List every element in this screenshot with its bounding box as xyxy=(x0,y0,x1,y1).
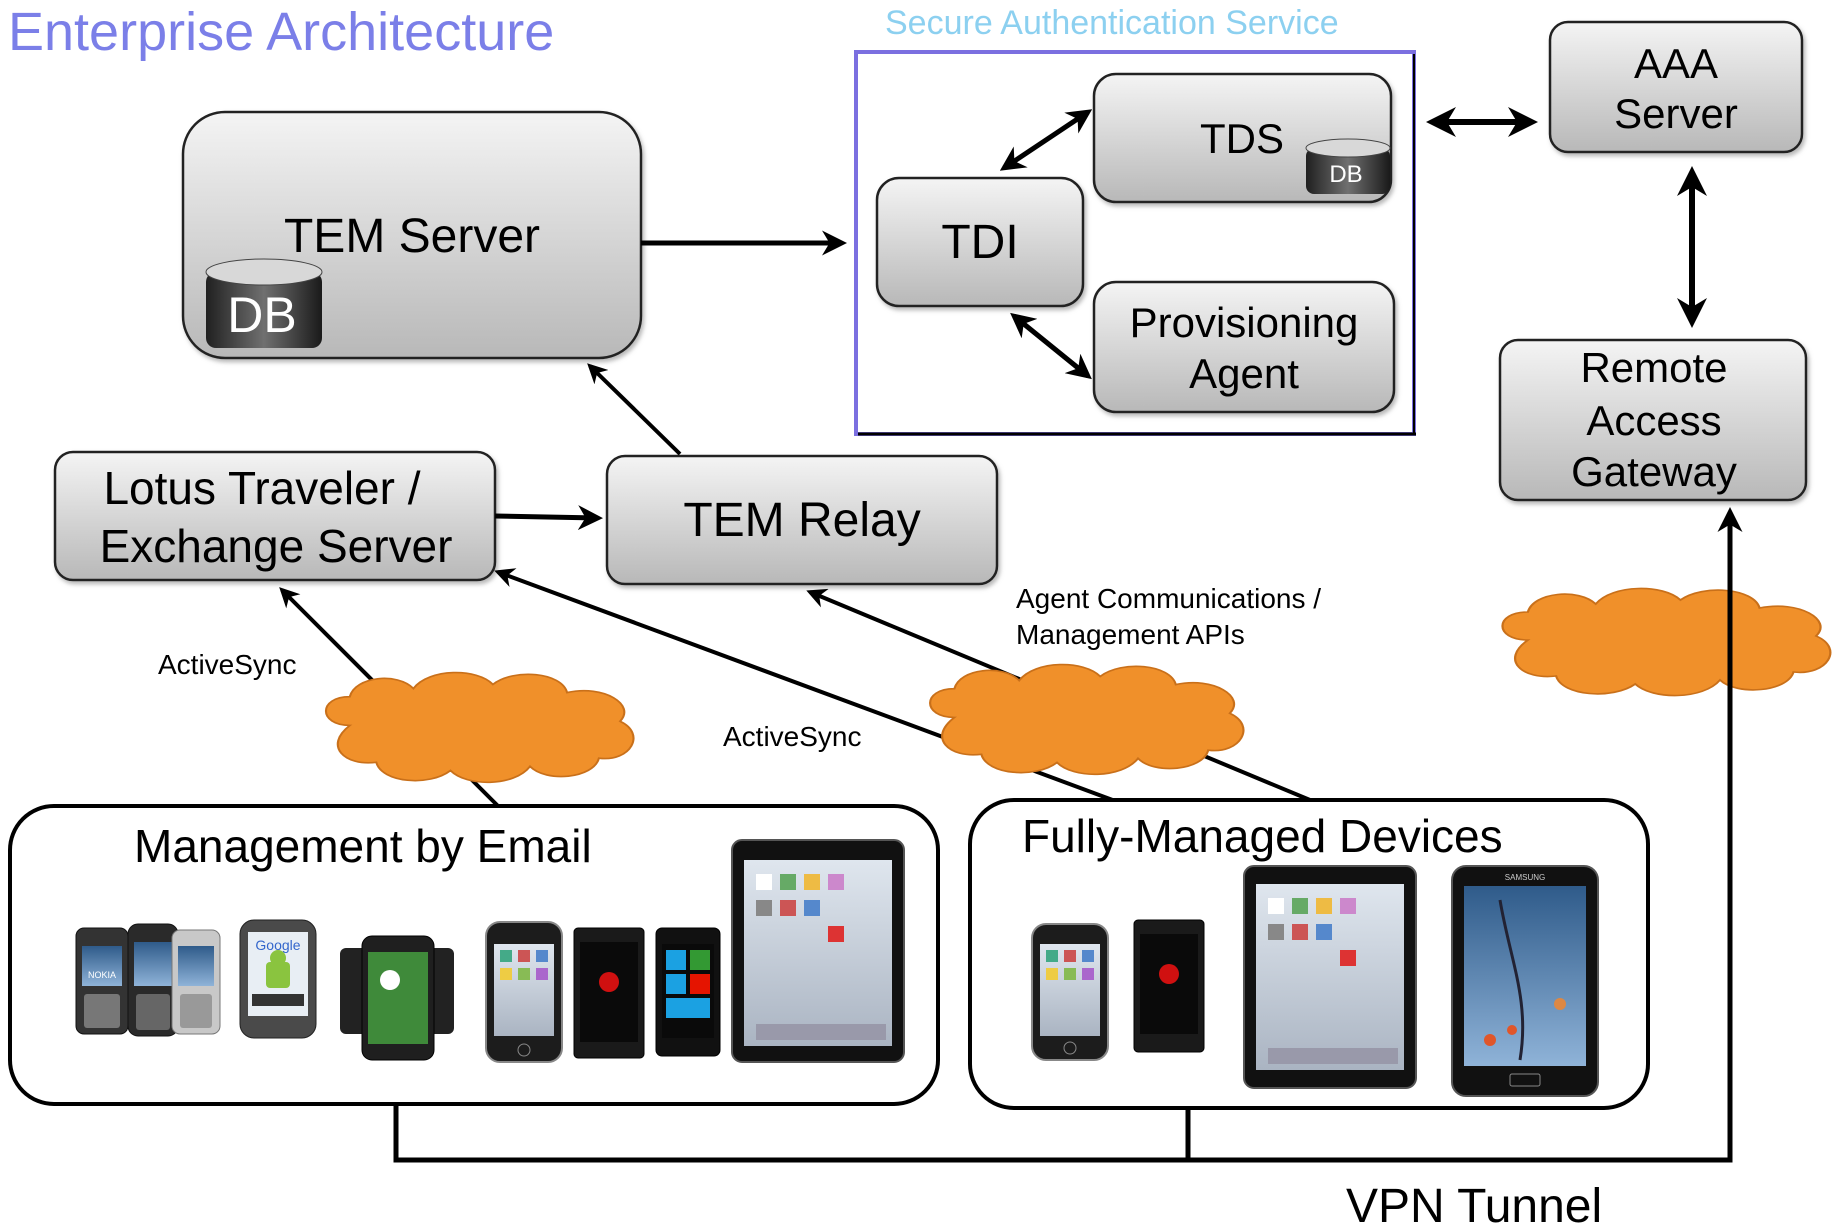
tdi-box: TDI xyxy=(875,176,1085,308)
nokia-label: NOKIA xyxy=(88,970,116,980)
page-title: Enterprise Architecture xyxy=(8,2,554,62)
google-label: Google xyxy=(255,937,300,953)
tem-server-db-label: DB xyxy=(227,287,296,343)
tdi-label: TDI xyxy=(941,216,1018,269)
aaa-label-line1: AAA xyxy=(1634,40,1718,87)
cloud-middle xyxy=(929,663,1245,776)
iphone-icon xyxy=(485,921,563,1063)
secure-auth-title: Secure Authentication Service xyxy=(885,4,1339,42)
lotus-label-line2: Exchange Server xyxy=(100,520,453,572)
provisioning-label-line2: Agent xyxy=(1189,350,1299,397)
gateway-label-line3: Gateway xyxy=(1571,448,1737,495)
activesync-mid-label: ActiveSync xyxy=(723,721,862,752)
tds-db-label: DB xyxy=(1329,161,1362,188)
samsung-label: SAMSUNG xyxy=(1505,873,1545,882)
cloud-left xyxy=(324,671,635,784)
tds-box: TDS DB xyxy=(1092,72,1393,204)
windows-phone-icon xyxy=(655,927,721,1057)
agent-comm-label-line1: Agent Communications / xyxy=(1016,583,1321,614)
cloud-right xyxy=(1501,587,1832,697)
activesync-left-label: ActiveSync xyxy=(158,649,297,680)
vpn-tunnel-label: VPN Tunnel xyxy=(1346,1180,1602,1229)
aaa-label-line2: Server xyxy=(1614,90,1738,137)
tds-db-icon: DB xyxy=(1305,138,1391,194)
droid-phone-icon xyxy=(573,927,645,1059)
nokia-phone-2-icon xyxy=(127,923,179,1037)
vpn-tunnel-lines xyxy=(393,507,1743,1163)
provisioning-agent-box: Provisioning Agent xyxy=(1092,280,1396,414)
gateway-label-line2: Access xyxy=(1586,397,1721,444)
lotus-to-relay-arrow xyxy=(494,505,603,531)
tem-server-box: TEM Server DB xyxy=(181,110,643,360)
samsung-galaxy-icon xyxy=(340,935,454,1061)
tdi-provisioning-arrow xyxy=(1010,312,1092,380)
remote-access-gateway-box: Remote Access Gateway xyxy=(1498,338,1808,502)
lotus-label-line1: Lotus Traveler / xyxy=(103,462,420,514)
gateway-label-line1: Remote xyxy=(1580,344,1727,391)
tem-server-db-icon: DB xyxy=(205,258,323,348)
nokia-phone-icon: NOKIA xyxy=(75,927,129,1035)
tem-relay-label: TEM Relay xyxy=(683,494,920,547)
tem-relay-box: TEM Relay xyxy=(605,454,999,586)
lotus-exchange-box: Lotus Traveler / Exchange Server xyxy=(53,450,497,582)
provisioning-label-line1: Provisioning xyxy=(1130,299,1359,346)
android-phone-icon: Google xyxy=(239,919,317,1039)
fully-managed-title: Fully-Managed Devices xyxy=(1022,810,1503,862)
ipad-icon xyxy=(731,839,905,1063)
tdi-tds-arrow xyxy=(999,109,1093,171)
fm-iphone-icon xyxy=(1031,923,1109,1061)
aaa-server-box: AAA Server xyxy=(1548,20,1804,154)
relay-to-tem-arrow xyxy=(587,363,682,456)
agent-comm-label-line2: Management APIs xyxy=(1016,619,1245,650)
nokia-phone-3-icon xyxy=(171,929,221,1035)
fm-ipad-icon xyxy=(1243,865,1417,1089)
tem-server-label: TEM Server xyxy=(284,210,540,263)
fm-droid-phone-icon xyxy=(1133,919,1205,1053)
samsung-tablet-icon: SAMSUNG xyxy=(1451,865,1599,1097)
management-email-title: Management by Email xyxy=(134,820,592,872)
tds-label: TDS xyxy=(1200,115,1284,162)
